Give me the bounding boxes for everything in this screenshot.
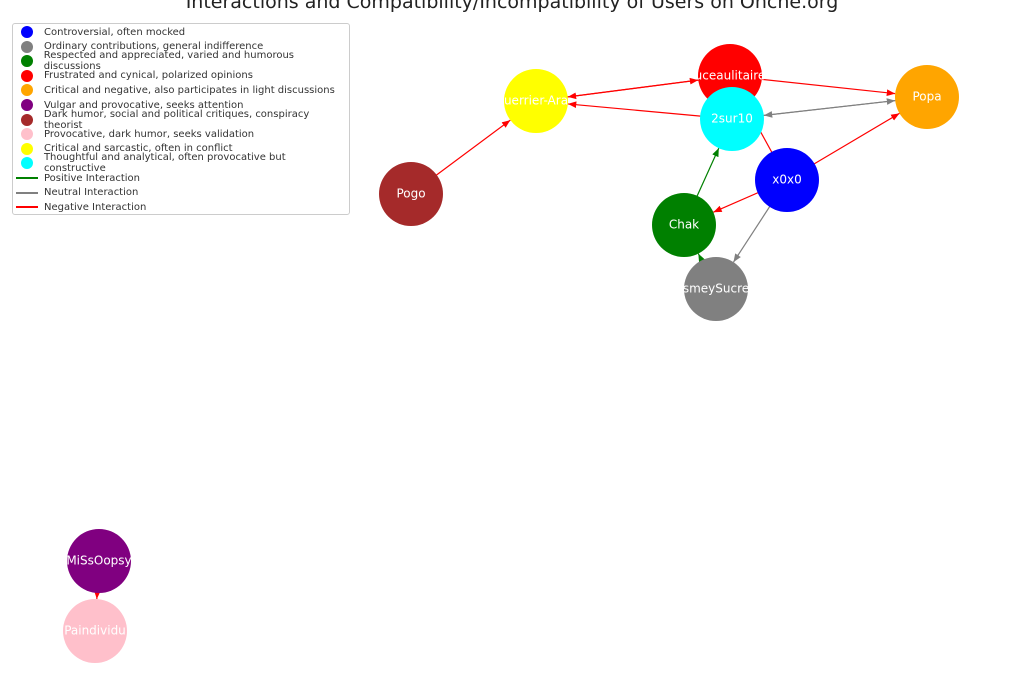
- legend-label: Neutral Interaction: [44, 187, 139, 199]
- node-circle: [67, 529, 131, 593]
- node-circle: [755, 148, 819, 212]
- node-label: uceaulitaire: [695, 69, 766, 83]
- node-circle: [63, 599, 127, 663]
- node-circle: [652, 193, 716, 257]
- legend-item: Controversial, often mocked: [13, 25, 185, 39]
- legend-item: Respected and appreciated, varied and hu…: [13, 50, 349, 72]
- legend-line: [16, 206, 38, 209]
- node-label: Pogo: [396, 187, 425, 201]
- legend-item: Positive Interaction: [13, 171, 140, 185]
- legend-label: Thoughtful and analytical, often provoca…: [43, 152, 286, 175]
- legend-marker: [21, 55, 33, 68]
- legend-marker: [21, 99, 33, 111]
- legend-item: Ordinary contributions, general indiffer…: [13, 40, 263, 54]
- node-pogo: Pogo: [379, 162, 443, 226]
- node-label: Paindividu: [64, 624, 126, 638]
- legend-label: Positive Interaction: [44, 172, 140, 184]
- legend-marker: [21, 40, 33, 53]
- legend-marker: [21, 113, 33, 126]
- legend-item: Frustrated and cynical, polarized opinio…: [13, 69, 253, 83]
- legend-item: Provocative, dark humor, seeks validatio…: [13, 127, 254, 141]
- legend-marker: [21, 142, 33, 155]
- node-chak: Chak: [652, 193, 716, 257]
- node-label: Chak: [669, 218, 699, 232]
- legend-item: Dark humor, social and political critiqu…: [13, 109, 349, 131]
- node-circle: [700, 87, 764, 151]
- node-label: MiSsOopsy: [66, 554, 131, 568]
- node-paindividu: Paindividu: [63, 599, 127, 663]
- legend-label: Vulgar and provocative, seeks attention: [44, 99, 244, 111]
- legend-item: Vulgar and provocative, seeks attention: [13, 98, 244, 112]
- node-guerrier: uerrier-Ara: [504, 69, 568, 133]
- legend-marker: [21, 84, 33, 97]
- node-missoopsy: MiSsOopsy: [66, 529, 132, 593]
- legend-label: Controversial, often mocked: [44, 26, 186, 38]
- legend-label: Negative Interaction: [44, 201, 147, 213]
- node-circle: [504, 69, 568, 133]
- legend-item: Critical and sarcastic, often in conflic…: [13, 142, 233, 156]
- node-2sur10: 2sur10: [700, 87, 764, 151]
- legend-item: Thoughtful and analytical, often provoca…: [13, 152, 349, 174]
- node-label: 2sur10: [711, 112, 753, 126]
- node-circle: [379, 162, 443, 226]
- legend-marker: [21, 69, 33, 82]
- node-label: uerrier-Ara: [504, 94, 568, 108]
- legend-line: [16, 177, 38, 179]
- legend-item: Negative Interaction: [13, 200, 146, 214]
- node-circle: [895, 65, 959, 129]
- node-circle: [684, 257, 748, 321]
- node-smey: smeySucre: [683, 257, 749, 321]
- legend-line: [16, 191, 38, 194]
- legend-item: Critical and negative, also participates…: [13, 83, 335, 97]
- legend-label: Dark humor, social and political critiqu…: [43, 108, 310, 131]
- node-popa: Popa: [895, 65, 959, 129]
- node-x0x0: x0x0: [755, 148, 819, 212]
- legend-label: Ordinary contributions, general indiffer…: [44, 41, 264, 53]
- legend-label: Critical and negative, also participates…: [44, 84, 335, 96]
- legend-label: Respected and appreciated, varied and hu…: [43, 50, 294, 73]
- node-label: x0x0: [772, 173, 801, 187]
- legend-marker: [21, 26, 33, 38]
- chart-title: Interactions and Compatibility/Incompati…: [185, 0, 839, 13]
- legend-marker: [21, 157, 33, 170]
- legend-item: Neutral Interaction: [13, 186, 138, 200]
- node-label: Popa: [912, 90, 941, 104]
- legend-label: Critical and sarcastic, often in conflic…: [44, 143, 233, 155]
- node-label: smeySucre: [683, 282, 749, 296]
- legend-label: Provocative, dark humor, seeks validatio…: [44, 128, 255, 140]
- legend-label: Frustrated and cynical, polarized opinio…: [44, 70, 253, 82]
- legend-marker: [21, 128, 33, 141]
